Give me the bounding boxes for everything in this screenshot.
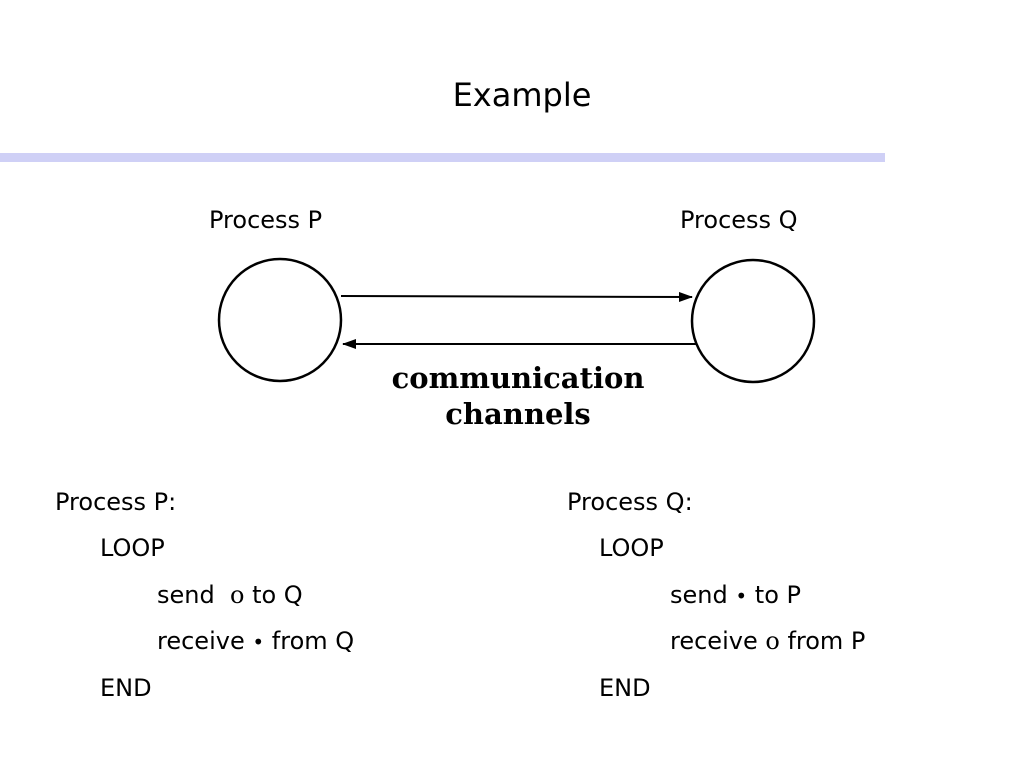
process-q-receive-line: receive o from P: [670, 618, 865, 664]
slide-title: Example: [452, 76, 592, 114]
process-q-send-prefix: send: [670, 581, 728, 609]
process-q-receive-suffix: from P: [787, 627, 866, 655]
channel-label-line2: channels: [445, 397, 591, 431]
process-p-header: Process P:: [55, 488, 177, 516]
process-p-label: Process P: [209, 206, 323, 234]
process-p-send-suffix: to Q: [252, 581, 303, 609]
process-q-label: Process Q: [680, 206, 798, 234]
process-q-node: [690, 258, 816, 384]
open-circle-symbol: o: [229, 581, 245, 609]
process-q-send-suffix: to P: [754, 581, 801, 609]
filled-dot-symbol: •: [735, 584, 748, 608]
process-q-send-line: send • to P: [670, 572, 801, 619]
process-p-receive-line: receive • from Q: [157, 618, 354, 665]
process-p-receive-prefix: receive: [157, 627, 245, 655]
channel-label-line1: communication: [392, 361, 645, 395]
filled-dot-symbol: •: [252, 630, 265, 654]
process-q-header: Process Q:: [567, 488, 693, 516]
process-p-send-line: send o to Q: [157, 572, 303, 618]
title-underline: [0, 153, 885, 162]
process-p-node: [217, 257, 343, 383]
process-q-loop: LOOP: [599, 534, 664, 562]
process-q-end: END: [599, 674, 651, 702]
process-p-send-prefix: send: [157, 581, 215, 609]
process-p-loop: LOOP: [100, 534, 165, 562]
open-circle-symbol: o: [765, 627, 780, 655]
process-p-receive-suffix: from Q: [271, 627, 355, 655]
process-p-end: END: [100, 674, 152, 702]
channel-p-to-q-arrow: [340, 291, 693, 302]
process-q-receive-prefix: receive: [670, 627, 758, 655]
